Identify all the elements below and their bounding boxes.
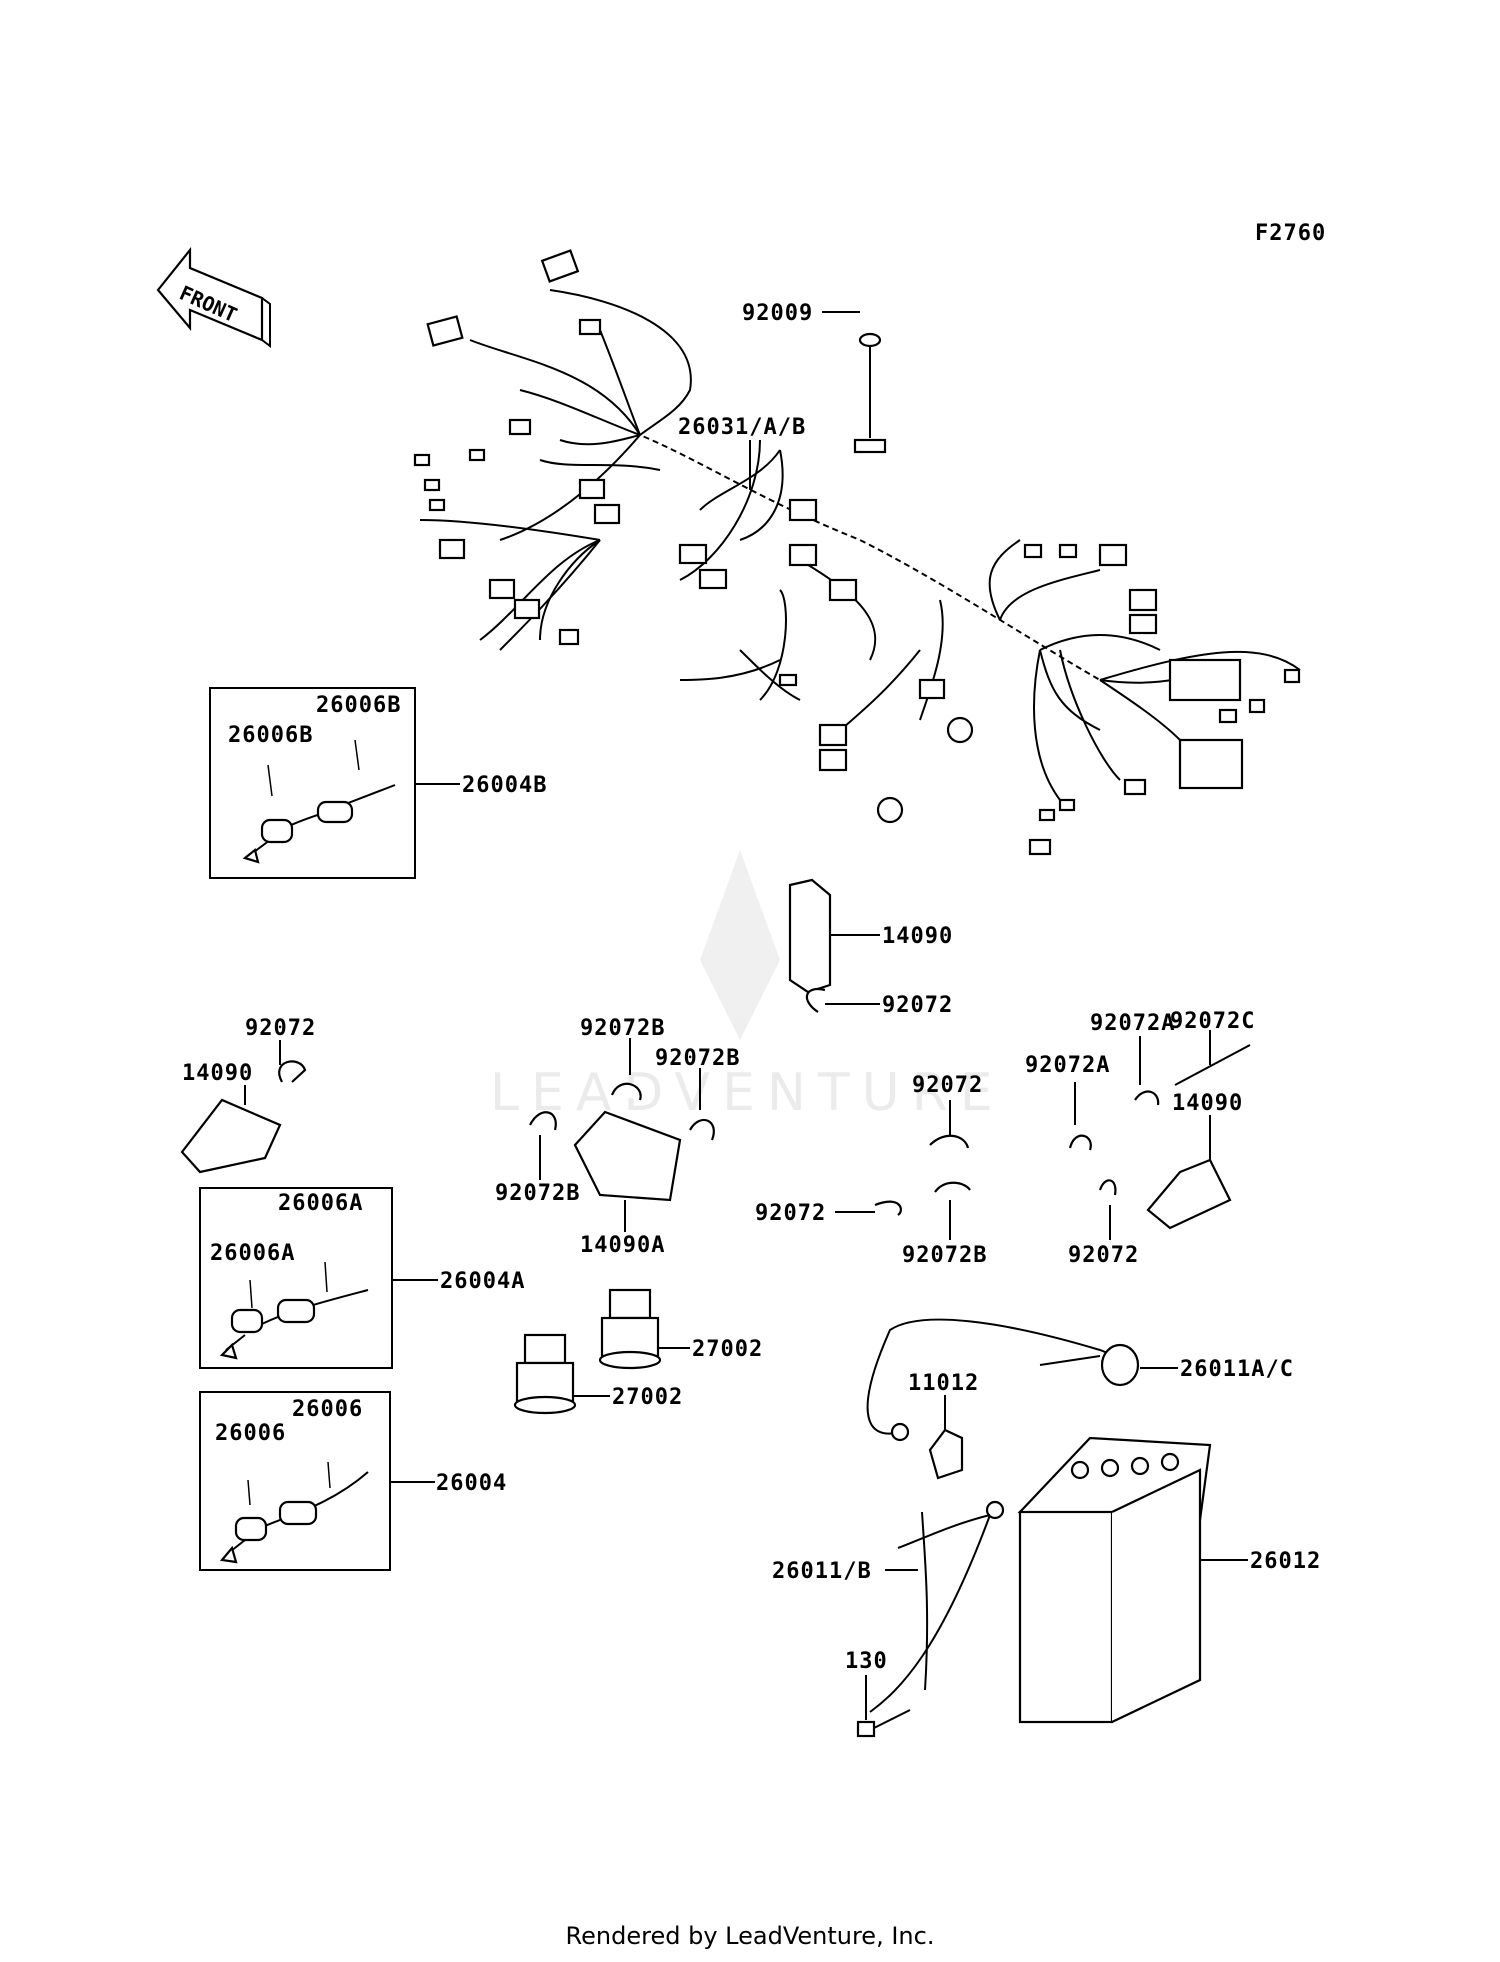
connector-icon — [593, 503, 621, 525]
callout-26006B-2: 26006B — [316, 693, 401, 718]
callout-27002-2: 27002 — [612, 1385, 683, 1410]
connector-icon — [828, 578, 858, 602]
callout-14090-left: 14090 — [182, 1061, 253, 1086]
terminal-icon — [413, 453, 431, 467]
terminal-icon — [423, 478, 441, 492]
terminal-icon — [468, 448, 486, 462]
footer-credit: Rendered by LeadVenture, Inc. — [565, 1922, 935, 1950]
figure-code: F2760 — [1255, 221, 1326, 246]
callout-92072A-2: 92072A — [1090, 1011, 1175, 1036]
connector-icon — [678, 543, 708, 565]
callout-92072B-right: 92072B — [655, 1046, 740, 1071]
cover-14090-right-icon — [1068, 1036, 1232, 1240]
connector-icon — [1028, 838, 1052, 856]
terminal-icon — [1058, 798, 1076, 812]
connector-icon — [1098, 543, 1128, 567]
switch-27002-icon — [513, 1288, 690, 1415]
watermark-text: LEADVENTURE — [490, 1063, 1005, 1123]
connector-icon — [1248, 698, 1266, 714]
callout-14090-center: 14090 — [882, 924, 953, 949]
callout-11012: 11012 — [908, 1371, 979, 1396]
cap-11012-icon — [928, 1395, 964, 1480]
callout-27002-1: 27002 — [692, 1337, 763, 1362]
terminal-icon — [778, 673, 798, 687]
callout-26011B: 26011/B — [772, 1559, 872, 1584]
callout-26006A-1: 26006A — [210, 1241, 295, 1266]
callout-92072-left: 92072 — [245, 1016, 316, 1041]
clips-center-icon — [835, 1100, 971, 1240]
callout-26004A: 26004A — [440, 1269, 525, 1294]
cover-14090-left-icon — [180, 1040, 307, 1174]
connector-icon — [1218, 708, 1238, 724]
connector-icon — [918, 678, 946, 700]
connector-icon — [1128, 588, 1158, 612]
kit-26004A — [199, 1187, 438, 1369]
callout-26004B: 26004B — [462, 773, 547, 798]
callout-130: 130 — [845, 1649, 888, 1674]
connector-icon — [1128, 613, 1158, 635]
callout-92072A-1: 92072A — [1025, 1053, 1110, 1078]
callout-26031: 26031/A/B — [678, 415, 806, 440]
main-harness — [413, 249, 1301, 856]
main-connector-icon — [1178, 738, 1244, 790]
watermark: LEADVENTURE — [490, 850, 1005, 1123]
connector-icon — [818, 723, 848, 747]
relay-icon — [946, 716, 974, 744]
connector-icon — [540, 249, 580, 283]
connector-icon — [818, 748, 848, 772]
front-arrow-icon: FRONT — [156, 246, 271, 348]
callout-92072-midleft: 92072 — [755, 1201, 826, 1226]
connector-icon — [1123, 778, 1147, 796]
connector-icon — [438, 538, 466, 560]
callout-26004: 26004 — [436, 1471, 507, 1496]
terminal-icon — [1038, 808, 1056, 822]
callout-92009: 92009 — [742, 301, 813, 326]
battery-26012-icon — [1017, 1436, 1248, 1724]
callout-92072C: 92072C — [1170, 1009, 1255, 1034]
callout-92072-right: 92072 — [1068, 1243, 1139, 1268]
cover-14090-center-icon — [788, 878, 880, 994]
main-connector-icon — [1168, 658, 1242, 702]
connector-icon — [426, 315, 464, 347]
cable-tie-icon — [1174, 1044, 1251, 1086]
connector-icon — [513, 598, 541, 620]
connector-icon — [1283, 668, 1301, 684]
callout-92072B-left: 92072B — [495, 1181, 580, 1206]
connector-icon — [788, 498, 818, 522]
callout-92072B-top: 92072B — [580, 1016, 665, 1041]
connector-icon — [558, 628, 580, 646]
connector-icon — [578, 318, 602, 336]
connector-icon — [508, 418, 532, 436]
callout-14090A: 14090A — [580, 1233, 665, 1258]
connector-icon — [1058, 543, 1078, 559]
callout-26006A-2: 26006A — [278, 1191, 363, 1216]
terminal-icon — [428, 498, 446, 512]
clip-icon — [805, 987, 826, 1013]
callout-92072B-mid: 92072B — [902, 1243, 987, 1268]
connector-icon — [1023, 543, 1043, 559]
kit-26004 — [199, 1391, 435, 1571]
callout-26006-1: 26006 — [215, 1421, 286, 1446]
cable-26011B-icon — [869, 1500, 1005, 1713]
kit-26004B — [209, 687, 460, 879]
callout-26006B-1: 26006B — [228, 723, 313, 748]
callout-92072-center: 92072 — [882, 993, 953, 1018]
screw-92009-icon — [853, 332, 887, 454]
cable-26011AC-icon — [866, 1318, 1178, 1442]
bolt-130-icon — [856, 1675, 911, 1738]
connector-icon — [698, 568, 728, 590]
connector-icon — [488, 578, 516, 600]
callout-26006-2: 26006 — [292, 1397, 363, 1422]
callout-26011AC: 26011A/C — [1180, 1357, 1294, 1382]
callout-26012: 26012 — [1250, 1549, 1321, 1574]
callout-14090-right: 14090 — [1172, 1091, 1243, 1116]
callout-92072-mid: 92072 — [912, 1073, 983, 1098]
connector-icon — [788, 543, 818, 567]
connector-icon — [578, 478, 606, 500]
cover-14090A-icon — [529, 1038, 715, 1232]
relay-icon — [876, 796, 904, 824]
